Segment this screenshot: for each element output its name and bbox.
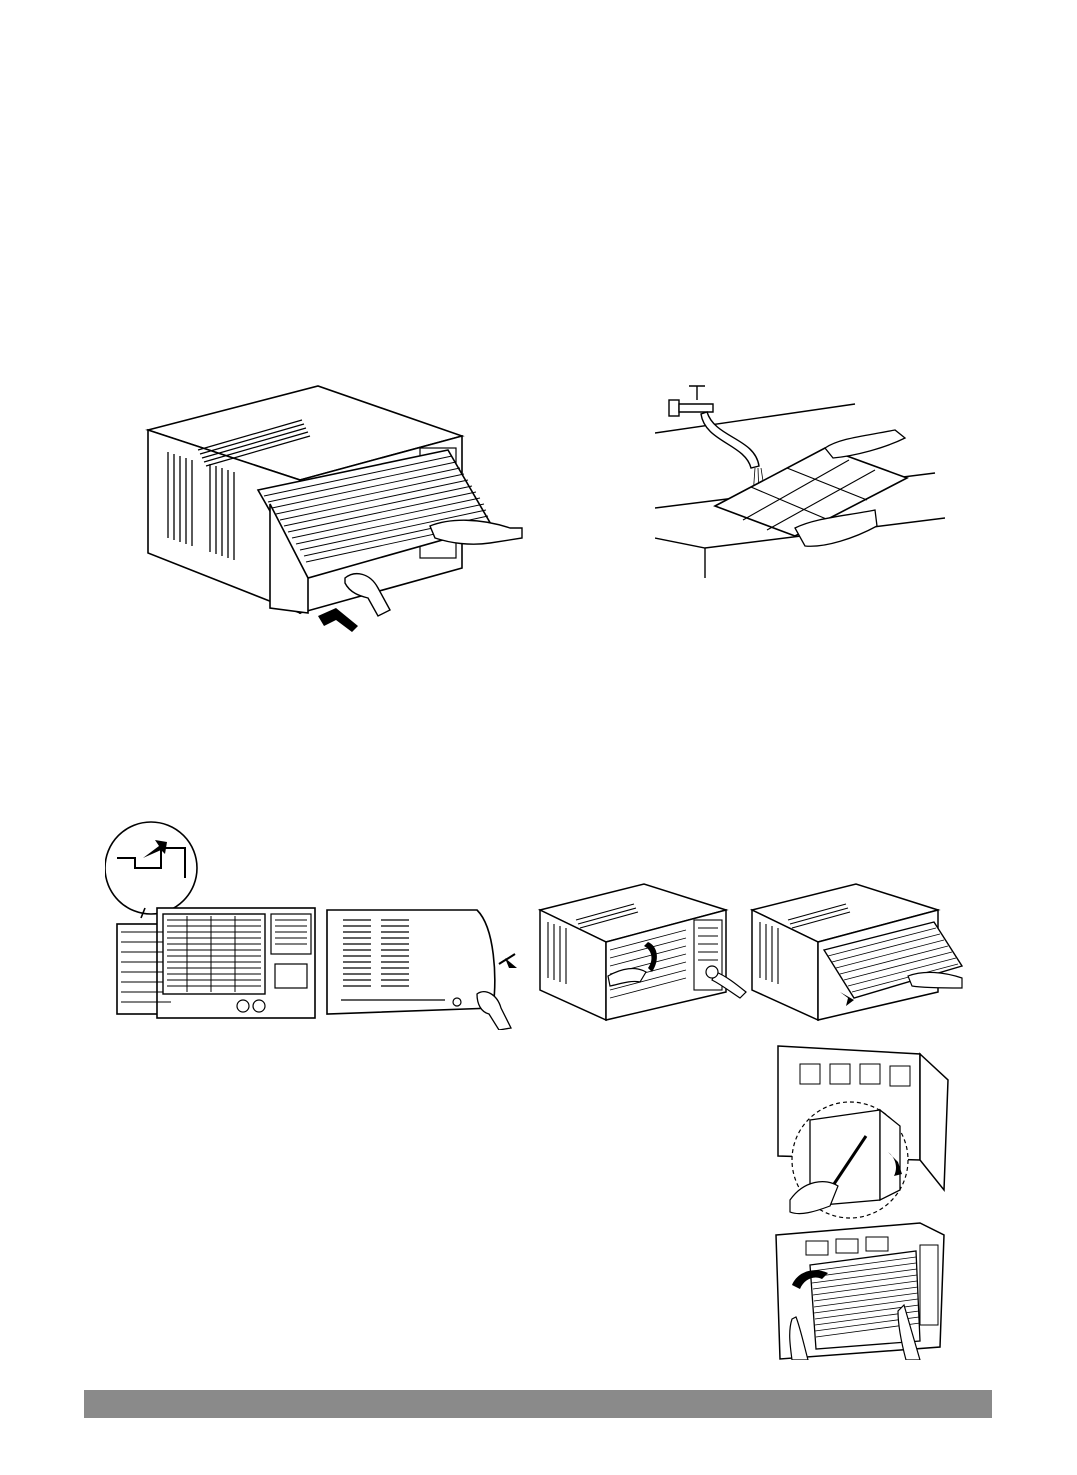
remove-filter-illustration bbox=[130, 378, 530, 640]
wash-filter-illustration bbox=[655, 378, 945, 578]
open-front-grille-illustration bbox=[536, 880, 748, 1025]
footer-bar bbox=[84, 1390, 992, 1418]
grille-attach-illustration bbox=[770, 1215, 950, 1360]
grille-tab-release-illustration bbox=[770, 1040, 950, 1220]
slide-filter-illustration bbox=[748, 880, 970, 1025]
remove-cabinet-illustration bbox=[105, 818, 525, 1030]
